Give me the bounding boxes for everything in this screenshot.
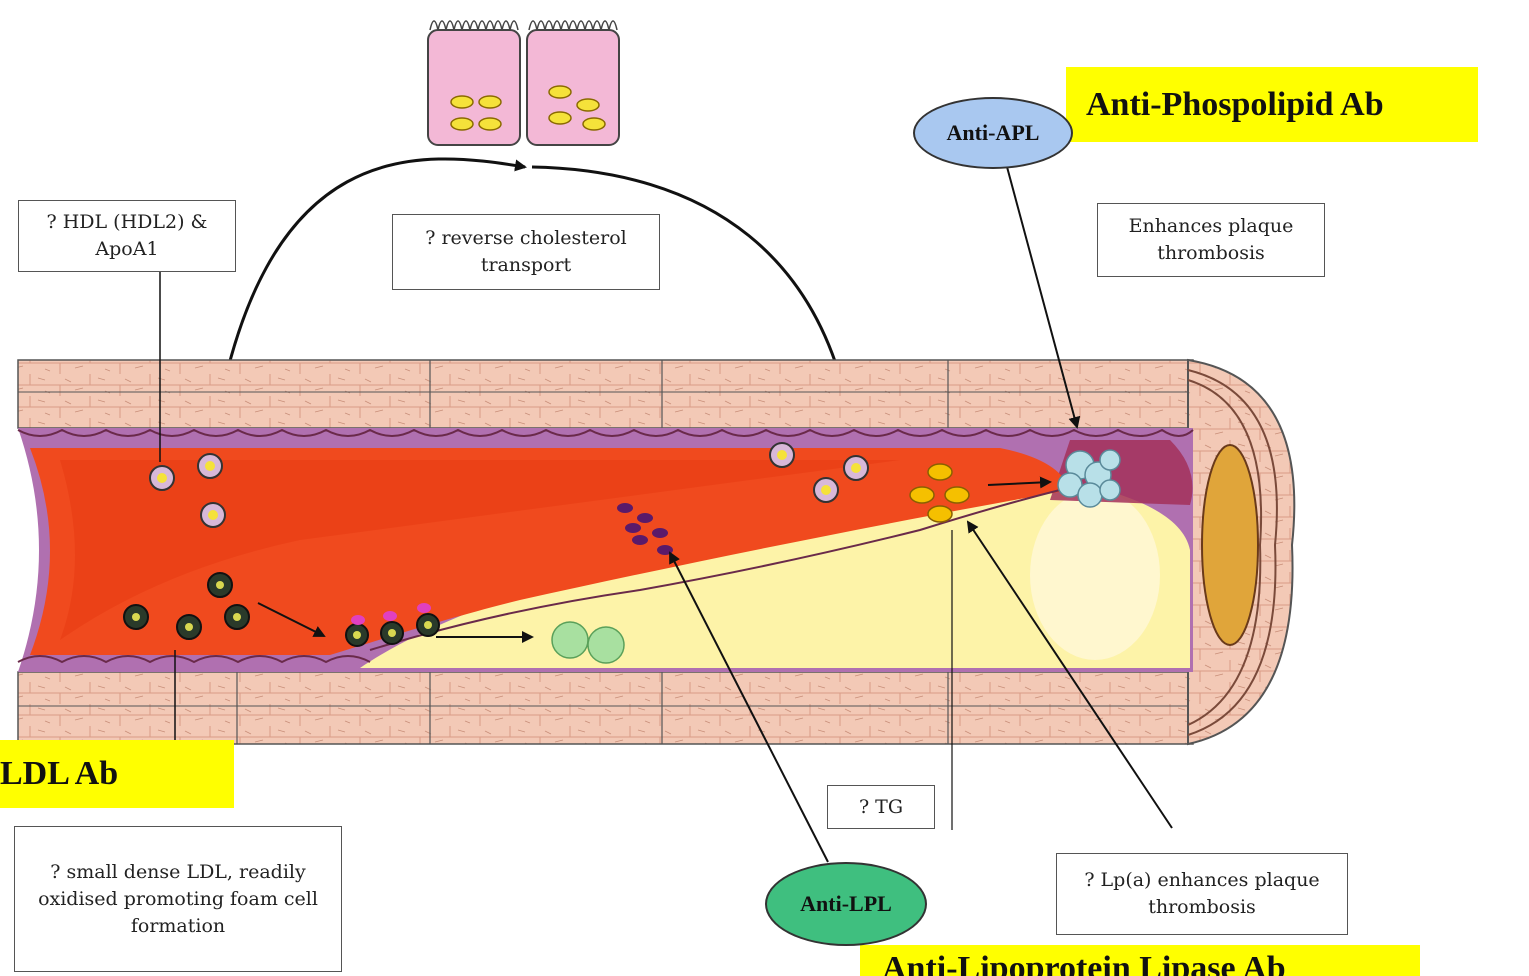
- small-dense-ldl-label: ? small dense LDL, readily oxidised prom…: [14, 826, 342, 972]
- lpa-label: ? Lp(a) enhances plaque thrombosis: [1056, 853, 1348, 935]
- anti-lipoprotein-lipase-ab-highlight: Anti-Lipoprotein Lipase Ab: [860, 945, 1420, 976]
- reverse-transport-label: ? reverse cholesterol transport: [392, 214, 660, 290]
- anti-lpl-oval: Anti-LPL: [765, 862, 927, 946]
- hdl-label: ? HDL (HDL2) & ApoA1: [18, 200, 236, 272]
- epithelial-cells: [428, 21, 619, 145]
- plaque-thrombosis-label: Enhances plaque thrombosis: [1097, 203, 1325, 277]
- tg-label: ? TG: [827, 785, 935, 829]
- ldl-ab-highlight: LDL Ab: [0, 740, 234, 808]
- anti-phospholipid-ab-highlight: Anti-Phospolipid Ab: [1066, 67, 1478, 142]
- anti-apl-oval: Anti-APL: [913, 97, 1073, 169]
